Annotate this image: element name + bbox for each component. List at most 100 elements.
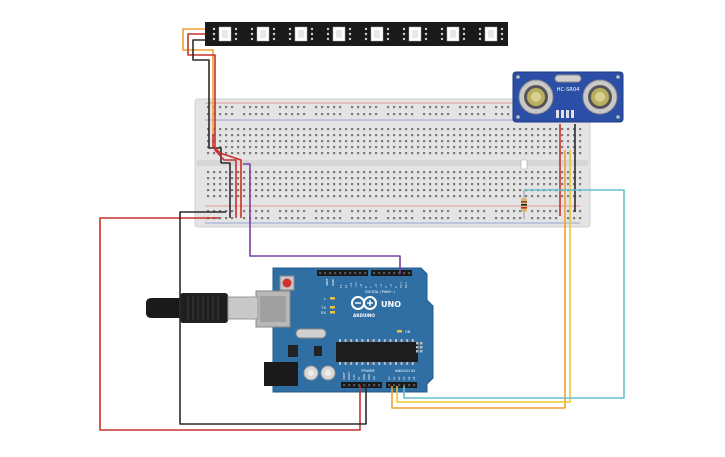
bb-hole	[207, 128, 210, 131]
bb-hole	[483, 140, 486, 143]
bb-hole	[387, 140, 390, 143]
header-pin	[403, 272, 406, 275]
rail-hole	[405, 113, 408, 116]
bb-hole	[477, 189, 480, 192]
bb-hole	[471, 140, 474, 143]
bb-hole	[225, 195, 228, 198]
bb-hole	[441, 134, 444, 137]
bb-hole	[465, 177, 468, 180]
bb-hole	[555, 171, 558, 174]
rail-hole	[507, 210, 510, 213]
bb-hole	[501, 146, 504, 149]
bb-hole	[315, 128, 318, 131]
rail-hole	[327, 113, 330, 116]
pin-label: A3	[402, 376, 406, 380]
bb-hole	[525, 128, 528, 131]
bb-hole	[273, 146, 276, 149]
bb-hole	[423, 140, 426, 143]
bb-hole	[435, 146, 438, 149]
rail-hole	[333, 217, 336, 220]
bb-hole	[465, 134, 468, 137]
pin-label: GND	[367, 374, 371, 380]
rail-hole	[465, 106, 468, 109]
bb-hole	[537, 152, 540, 155]
bb-hole	[243, 134, 246, 137]
bb-hole	[525, 177, 528, 180]
bb-hole	[483, 177, 486, 180]
bb-hole	[255, 134, 258, 137]
bb-hole	[279, 152, 282, 155]
bb-hole	[579, 134, 582, 137]
bb-hole	[471, 152, 474, 155]
bb-hole	[573, 177, 576, 180]
bb-hole	[399, 134, 402, 137]
rail-hole	[471, 106, 474, 109]
bb-hole	[267, 152, 270, 155]
bb-hole	[579, 140, 582, 143]
bb-hole	[579, 195, 582, 198]
bb-hole	[573, 171, 576, 174]
strip-pad	[326, 27, 330, 31]
bb-hole	[417, 134, 420, 137]
wire-strip-black	[192, 39, 222, 163]
arduino-logo-icon	[351, 296, 377, 310]
pin-label: ~6	[374, 284, 378, 288]
bb-hole	[537, 128, 540, 131]
bb-hole	[471, 128, 474, 131]
bb-hole	[453, 195, 456, 198]
bb-hole	[489, 146, 492, 149]
header-pin	[398, 384, 401, 387]
rail-hole	[435, 210, 438, 213]
strip-led-core	[336, 30, 342, 38]
bb-hole	[495, 140, 498, 143]
sensor-pin	[571, 110, 574, 118]
bb-hole	[429, 171, 432, 174]
pin-label: 2	[394, 286, 398, 288]
bb-hole	[573, 152, 576, 155]
pin-label: ~3	[389, 284, 393, 288]
bb-hole	[261, 134, 264, 137]
rail-hole	[351, 217, 354, 220]
bb-hole	[555, 128, 558, 131]
bb-hole	[555, 140, 558, 143]
bb-hole	[399, 128, 402, 131]
rail-hole	[231, 210, 234, 213]
rail-hole	[429, 113, 432, 116]
header-body	[341, 382, 382, 388]
pin-label: A4	[407, 376, 411, 380]
bb-hole	[357, 134, 360, 137]
bb-hole	[351, 195, 354, 198]
bb-hole	[405, 146, 408, 149]
bb-hole	[315, 189, 318, 192]
bb-hole	[567, 152, 570, 155]
bb-hole	[579, 171, 582, 174]
rail-hole	[387, 113, 390, 116]
bb-hole	[507, 152, 510, 155]
bb-hole	[243, 171, 246, 174]
rail-hole	[447, 113, 450, 116]
strip-pad	[440, 32, 444, 36]
bb-hole	[411, 177, 414, 180]
rail-hole	[531, 210, 534, 213]
chip-leg	[383, 339, 386, 342]
rail-hole	[495, 106, 498, 109]
bb-hole	[531, 177, 534, 180]
bb-hole	[537, 171, 540, 174]
bb-hole	[513, 146, 516, 149]
bb-hole	[465, 128, 468, 131]
bb-hole	[321, 177, 324, 180]
bb-hole	[327, 183, 330, 186]
label-l: L	[324, 297, 326, 301]
bb-hole	[219, 195, 222, 198]
bb-hole	[333, 183, 336, 186]
chip-legs	[339, 339, 414, 365]
bb-hole	[447, 140, 450, 143]
bb-hole	[417, 152, 420, 155]
strip-led-core	[298, 30, 304, 38]
bb-hole	[321, 140, 324, 143]
label-rx: RX	[321, 311, 326, 315]
bb-hole	[297, 146, 300, 149]
rail-hole	[291, 113, 294, 116]
bb-hole	[219, 189, 222, 192]
bb-hole	[309, 195, 312, 198]
